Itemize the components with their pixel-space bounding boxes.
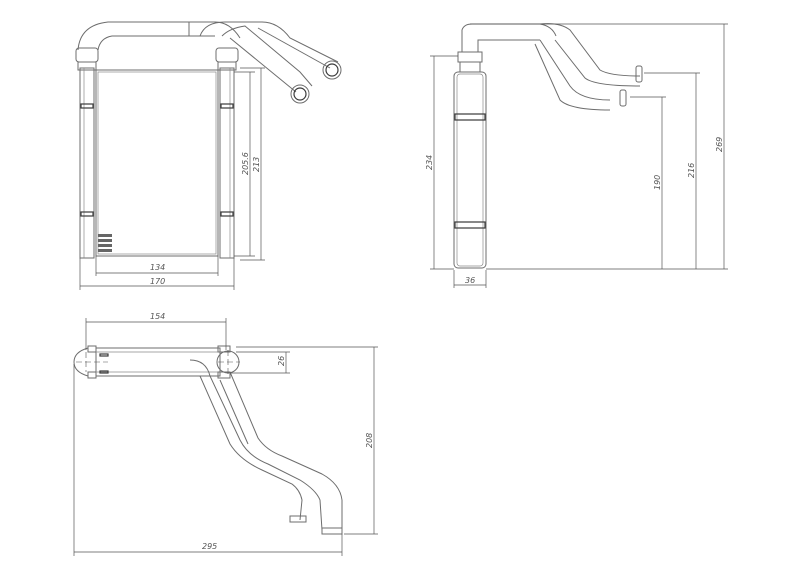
front-view: 205.6 213 134 170 [75, 21, 342, 290]
side-outlet-upper [539, 23, 641, 77]
right-tank [219, 67, 235, 259]
top-pipe-2 [229, 371, 343, 530]
top-view: 154 26 208 295 [73, 312, 378, 556]
side-dimensions: 234 36 190 216 269 [425, 23, 728, 288]
left-end-cap [73, 347, 89, 377]
side-view: 234 36 190 216 269 [425, 23, 728, 288]
side-outlet-lower [539, 39, 611, 101]
front-dimensions: 205.6 213 134 170 [79, 67, 265, 290]
dim-tank-height: 213 [252, 157, 261, 172]
dim-core-height: 205.6 [241, 152, 250, 175]
dim-pipe-offset: 26 [277, 356, 286, 366]
dim-side-core-height: 234 [425, 155, 434, 170]
side-core [453, 71, 487, 269]
outlet-pipe-lower [221, 25, 313, 87]
fin-pattern [98, 234, 112, 252]
header-pipe-outer [77, 21, 241, 51]
dim-overall-height: 269 [715, 137, 724, 152]
dim-upper-pipe-height: 216 [687, 163, 696, 178]
side-top-pipe [461, 23, 557, 52]
core [95, 69, 219, 257]
dim-overall-width: 170 [150, 277, 165, 286]
dim-lower-pipe-height: 190 [653, 175, 662, 190]
header-pipe-inner [97, 35, 215, 51]
dim-depth: 208 [365, 433, 374, 448]
dim-overall-length: 295 [202, 542, 217, 551]
dim-thickness: 36 [465, 276, 475, 285]
top-pipe-1 [189, 359, 323, 531]
outlet-pipe-upper [199, 21, 339, 63]
left-tank [79, 67, 95, 259]
dim-core-width: 134 [150, 263, 165, 272]
dim-pipe-spacing: 154 [150, 312, 165, 321]
top-dimensions: 154 26 208 295 [73, 312, 378, 556]
